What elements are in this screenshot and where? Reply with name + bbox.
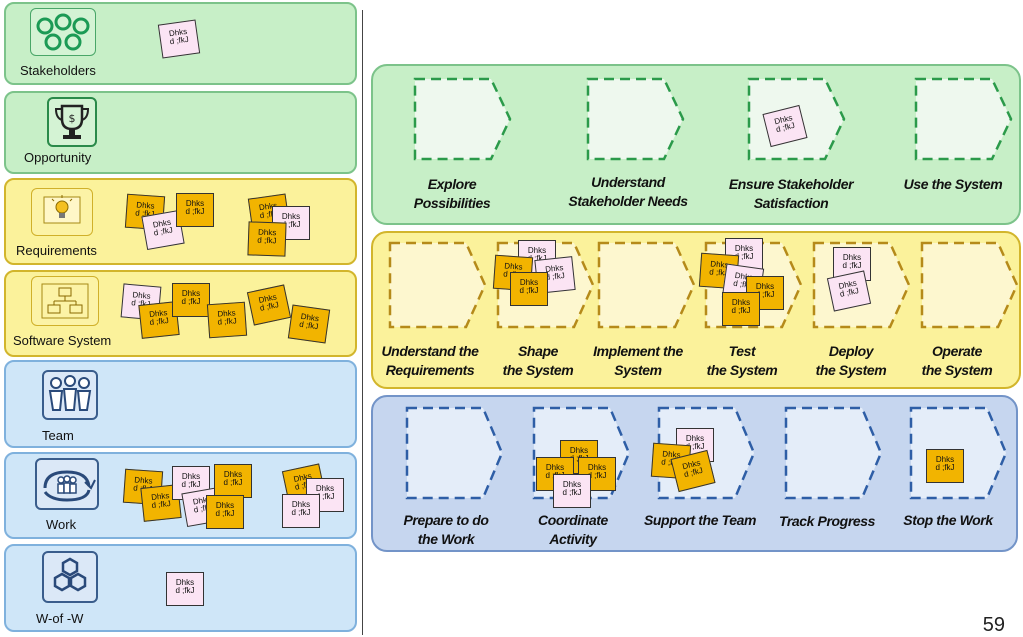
stakeholders-icon xyxy=(30,8,96,56)
alpha-label-requirements: Requirements xyxy=(16,243,97,258)
vertical-divider xyxy=(362,10,363,635)
team-icon xyxy=(42,370,98,420)
activity-space-track-progress[interactable] xyxy=(784,406,884,507)
activity-space-explore-possibilities[interactable] xyxy=(413,77,513,167)
work-icon xyxy=(35,458,99,510)
solution-area[interactable] xyxy=(371,231,1021,389)
alpha-label-way-of-working: W-of -W xyxy=(36,611,84,626)
activity-space-prepare-to-do-the-work[interactable] xyxy=(405,406,505,507)
activity-label-use-the-system: Use the System xyxy=(903,176,1003,192)
alpha-label-software-system: Software System xyxy=(13,333,112,348)
alpha-label-work: Work xyxy=(46,517,77,532)
svg-text:$: $ xyxy=(69,112,76,125)
alpha-label-stakeholders: Stakeholders xyxy=(20,63,96,78)
activity-space-implement-the-system[interactable] xyxy=(597,241,697,336)
activity-label-stop-the-work: Stop the Work xyxy=(903,512,993,528)
alpha-label-opportunity: Opportunity xyxy=(24,150,92,165)
activity-space-understand-stakeholder-needs[interactable] xyxy=(586,77,686,167)
activity-label-track-progress: Track Progress xyxy=(778,513,876,529)
org-chart-icon xyxy=(31,276,99,326)
activity-space-operate-the-system[interactable] xyxy=(920,241,1020,336)
page-number: 59 xyxy=(982,614,1005,636)
hexagons-icon xyxy=(42,551,98,603)
trophy-icon: $ xyxy=(47,97,97,147)
alpha-label-team: Team xyxy=(42,428,74,443)
lightbulb-icon xyxy=(31,188,93,236)
activity-space-use-the-system[interactable] xyxy=(914,77,1014,167)
activity-space-understand-the-requirements[interactable] xyxy=(388,241,488,336)
activity-label-support-the-team: Support the Team xyxy=(643,512,757,528)
